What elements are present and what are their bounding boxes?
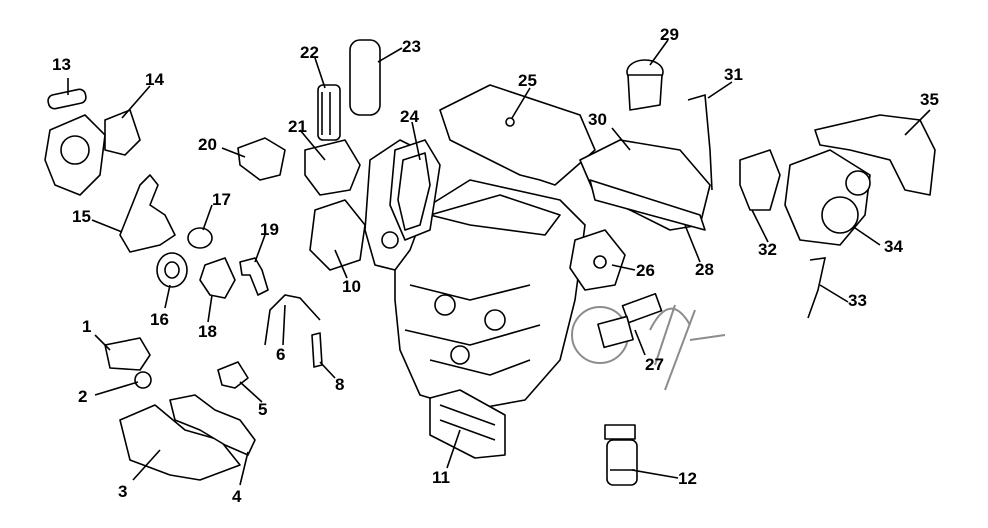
filter-canister <box>349 39 381 116</box>
turbo-oil-pipe <box>807 257 827 319</box>
callout-32: 32 <box>758 240 777 259</box>
callout-13: 13 <box>52 55 71 74</box>
callout-29: 29 <box>660 25 679 44</box>
callout-numbers: 1 2 3 4 5 6 8 10 11 12 13 14 15 16 17 18… <box>52 25 939 506</box>
callout-23: 23 <box>402 37 421 56</box>
fuel-sensor <box>597 292 663 349</box>
pipe-union <box>239 257 269 296</box>
callout-14: 14 <box>145 70 164 89</box>
callout-16: 16 <box>150 310 169 329</box>
callout-4: 4 <box>232 487 242 506</box>
oil-filter-housing <box>304 139 361 196</box>
exhaust-gasket <box>589 179 706 231</box>
callout-25: 25 <box>518 71 537 90</box>
callout-21: 21 <box>288 117 307 136</box>
callout-5: 5 <box>258 400 267 419</box>
callout-20: 20 <box>198 135 217 154</box>
callout-8: 8 <box>335 375 344 394</box>
callout-10: 10 <box>342 277 361 296</box>
thermostat-housing <box>237 137 286 181</box>
drain-plug <box>134 371 152 389</box>
callout-34: 34 <box>884 237 903 256</box>
callout-6: 6 <box>276 345 285 364</box>
coolant-outlet <box>104 337 151 371</box>
pulley <box>156 252 188 288</box>
callout-1: 1 <box>82 317 91 336</box>
callout-28: 28 <box>695 260 714 279</box>
cylinder-head-cover <box>439 84 596 186</box>
idler-pulley <box>187 227 213 249</box>
filter-cartridge <box>317 84 341 141</box>
bracket <box>199 257 236 299</box>
water-pump <box>309 199 366 271</box>
callout-3: 3 <box>118 482 127 501</box>
callout-35: 35 <box>920 90 939 109</box>
egr-pipe <box>687 93 713 191</box>
callout-19: 19 <box>260 220 279 239</box>
callout-15: 15 <box>72 207 91 226</box>
callout-26: 26 <box>636 261 655 280</box>
callout-31: 31 <box>724 65 743 84</box>
cam-cover-gasket <box>389 139 441 241</box>
engine-block <box>394 179 586 411</box>
callout-18: 18 <box>198 322 217 341</box>
injection-pump <box>569 229 626 291</box>
oil-cooler <box>429 389 506 459</box>
turbo-elbow <box>739 149 781 211</box>
callout-30: 30 <box>588 110 607 129</box>
callout-17: 17 <box>212 190 231 209</box>
oil-pipe <box>264 294 321 346</box>
temperature-sensor <box>217 361 249 389</box>
callout-22: 22 <box>300 43 319 62</box>
manifold-gasket <box>169 394 256 456</box>
leader-lines <box>67 39 931 486</box>
callout-12: 12 <box>678 469 697 488</box>
callout-2: 2 <box>78 387 87 406</box>
egr-valve <box>626 59 664 111</box>
callout-24: 24 <box>400 107 419 126</box>
callout-27: 27 <box>645 355 664 374</box>
fuel-filter <box>604 424 638 486</box>
vacuum-pump <box>44 88 141 196</box>
turbocharger <box>784 149 871 246</box>
callout-33: 33 <box>848 291 867 310</box>
drive-belt <box>119 174 176 253</box>
callout-11: 11 <box>432 468 450 487</box>
